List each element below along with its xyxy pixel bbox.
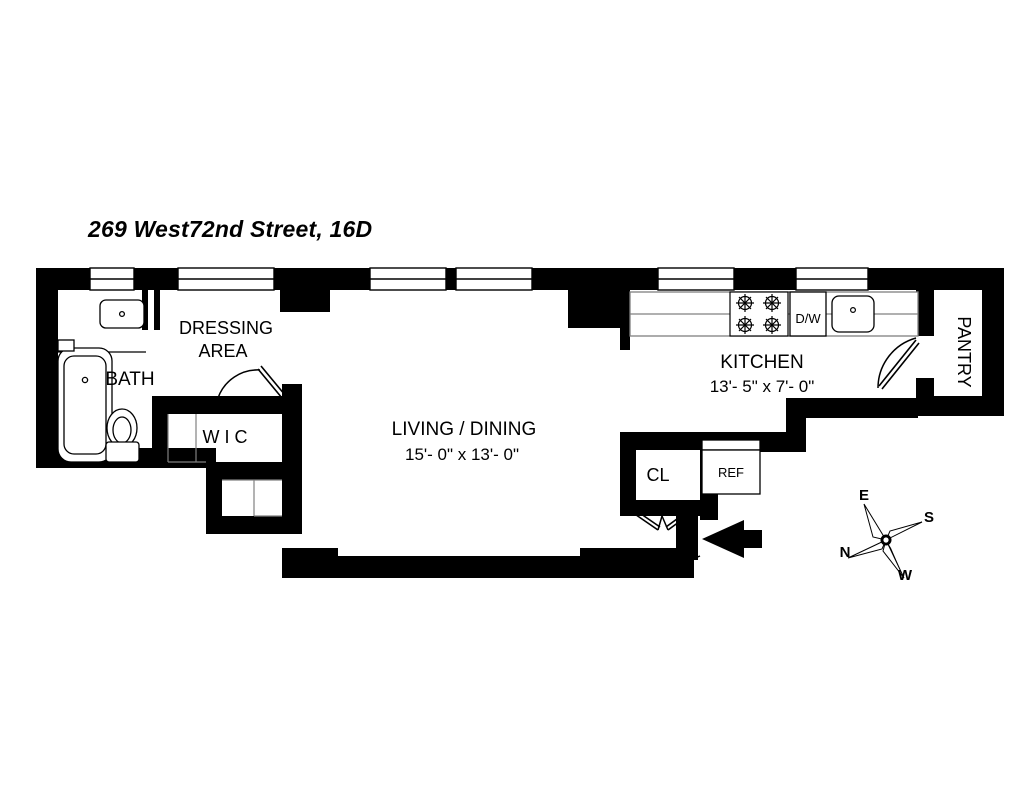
window-1 (89, 267, 135, 291)
room-label-wic: W I C (203, 427, 248, 447)
kitchen-sink-icon (831, 295, 875, 333)
room-label-pantry: PANTRY (954, 316, 974, 387)
door-entry (675, 515, 701, 562)
compass-label-w: W (898, 567, 913, 584)
bath-fixtures (57, 299, 146, 463)
entry-arrow-icon (702, 520, 762, 558)
dishwasher-label: D/W (795, 311, 821, 326)
page-title: 269 West72nd Street, 16D (88, 216, 373, 242)
windows (89, 267, 869, 291)
compass-label-e: E (859, 487, 869, 504)
compass-label-s: S (924, 509, 934, 526)
walls (36, 268, 1004, 578)
wic-shelving (167, 414, 282, 517)
refrigerator-label: REF (718, 465, 744, 480)
room-dimensions-kitchen: 13'- 5" x 7'- 0" (710, 377, 815, 396)
room-label-bath: BATH (105, 369, 154, 390)
room-label-closet: CL (646, 465, 669, 485)
stove-range-icon (729, 291, 789, 337)
doors (217, 337, 920, 562)
room-label-living-dining: LIVING / DINING (392, 419, 537, 440)
window-4 (455, 267, 533, 291)
room-dimensions-living-dining: 15'- 0" x 13'- 0" (405, 445, 519, 464)
burner-1 (736, 294, 754, 312)
window-2 (177, 267, 275, 291)
burner-3 (736, 316, 754, 334)
room-labels: BATH DRESSING AREA W I C LIVING / DINING… (105, 316, 974, 485)
toilet-icon (105, 408, 140, 463)
window-3 (369, 267, 447, 291)
bathtub-icon (57, 339, 113, 463)
compass-label-n: N (840, 544, 851, 561)
window-5 (657, 267, 735, 291)
door-wic (217, 365, 286, 399)
door-pantry (877, 337, 920, 390)
room-label-dressing-line2: AREA (198, 341, 247, 361)
compass-rose-icon: E S N W (840, 487, 934, 584)
bathroom-sink-icon (99, 299, 145, 329)
room-label-dressing-line1: DRESSING (179, 318, 273, 338)
refrigerator-icon: REF (701, 439, 761, 495)
burner-4 (763, 316, 781, 334)
burner-2 (763, 294, 781, 312)
window-6 (795, 267, 869, 291)
door-closet (625, 504, 699, 531)
dishwasher-icon: D/W (789, 291, 827, 337)
room-label-kitchen: KITCHEN (720, 352, 803, 373)
